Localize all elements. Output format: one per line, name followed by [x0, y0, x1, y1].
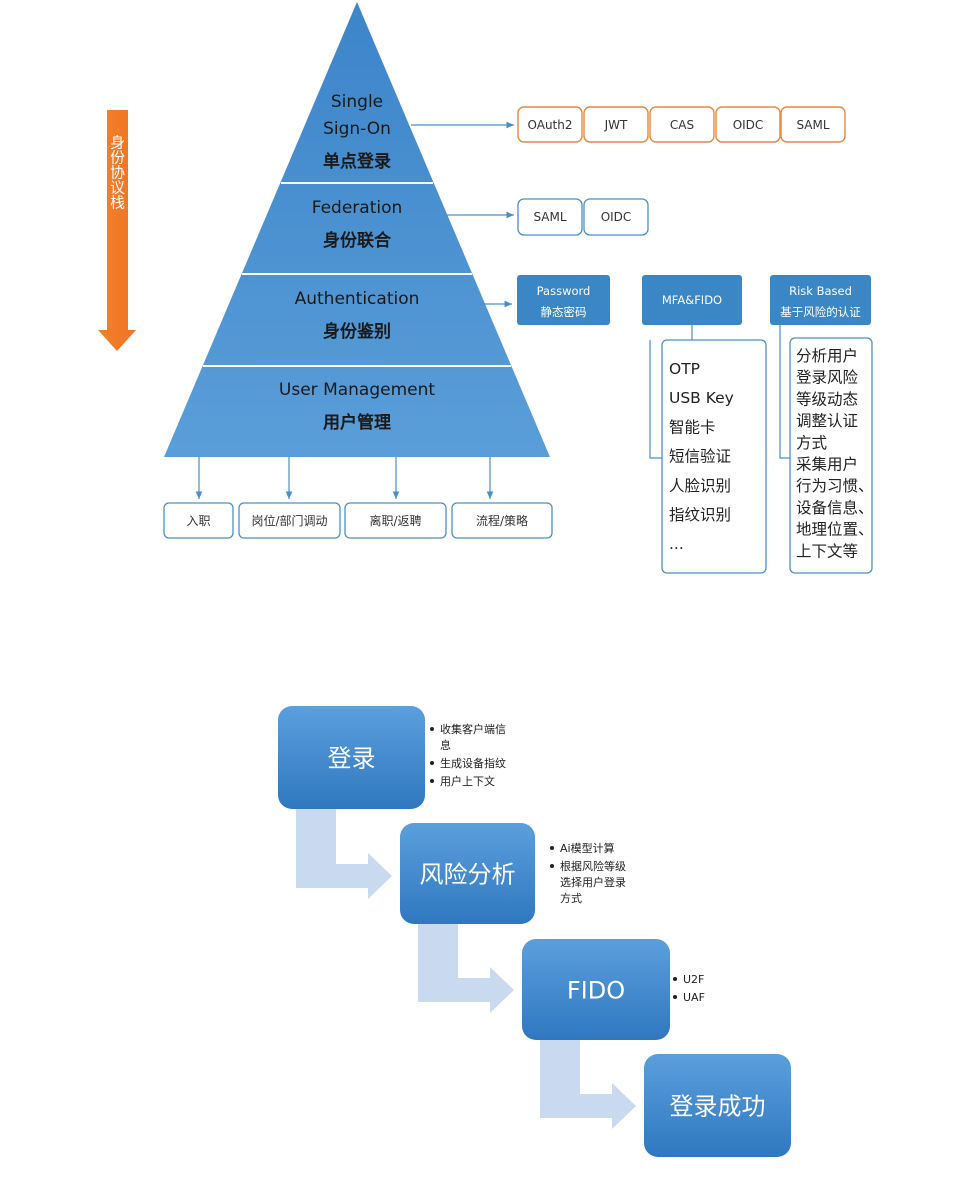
pyramid-layer-2-zh: 身份鉴别 [323, 321, 391, 342]
bullet-dot [673, 995, 677, 999]
auth-method-header [770, 275, 871, 325]
flow-arrow [418, 924, 514, 1013]
flow-step-box [522, 939, 670, 1040]
pyramid-layer-0-en-0: Single [331, 92, 383, 112]
auth-method-title: Password [537, 284, 591, 298]
mfa-item: 短信验证 [669, 448, 731, 466]
federation-protocol-box [583, 198, 649, 236]
mfa-item: 人脸识别 [669, 477, 731, 495]
federation-protocol-label: SAML [533, 210, 566, 224]
flow-step-note: U2F [683, 973, 704, 986]
auth-method-header [642, 275, 742, 325]
flow-step-label: 风险分析 [420, 861, 516, 889]
mfa-item: USB Key [669, 389, 734, 407]
flow-step-box [400, 823, 535, 924]
federation-protocol-box [517, 198, 583, 236]
sso-protocol-label: JWT [604, 118, 628, 132]
sso-protocol-box [649, 106, 715, 143]
bullet-dot [550, 846, 554, 850]
flow-step-note: 根据风险等级 [560, 859, 626, 873]
stack-direction-arrow: 身份协议栈 [98, 110, 136, 351]
flow-step-note: UAF [683, 991, 705, 1004]
risk-item: 地理位置、 [796, 521, 874, 539]
user-mgmt-label: 岗位/部门调动 [251, 513, 327, 528]
risk-item: 方式 [796, 434, 827, 452]
sso-protocol-list: OAuth2 JWT CAS OIDC SAML [517, 106, 846, 143]
user-mgmt-box [451, 502, 553, 539]
flow-step-label: 登录 [328, 745, 376, 773]
flow-arrow [540, 1040, 636, 1129]
risk-items-list: 分析用户登录风险等级动态调整认证方式采集用户行为习惯、设备信息、地理位置、上下文… [796, 347, 874, 560]
risk-items-box [789, 337, 873, 574]
user-management-items: 入职 岗位/部门调动 离职/返聘 流程/策略 [163, 457, 553, 539]
auth-method-title: Risk Based [789, 284, 852, 298]
flow-arrow [296, 809, 392, 899]
pyramid-layer-1-en-0: Federation [312, 198, 403, 218]
auth-method-list: Password 静态密码 MFA&FIDO Risk Based 基于风险的认证 [517, 275, 871, 325]
user-mgmt-box [238, 502, 341, 539]
flow-step-note: 用户上下文 [440, 774, 495, 788]
user-mgmt-label: 流程/策略 [476, 513, 528, 528]
flow-step-note: 生成设备指纹 [440, 756, 506, 770]
sso-protocol-box [715, 106, 781, 143]
federation-protocol-list: SAML OIDC [517, 198, 649, 236]
sso-protocol-box [780, 106, 846, 143]
auth-method-subtitle: 基于风险的认证 [780, 305, 861, 319]
flow-step-note: Ai模型计算 [560, 841, 615, 855]
bullet-dot [673, 977, 677, 981]
risk-item: 设备信息、 [796, 499, 874, 517]
mfa-items-box [661, 339, 767, 574]
mfa-item: 指纹识别 [669, 506, 731, 524]
mfa-item: OTP [669, 360, 700, 378]
bullet-dot [430, 779, 434, 783]
flow-step-box [644, 1054, 791, 1157]
user-mgmt-label: 离职/返聘 [369, 513, 421, 528]
pyramid-layer-3-zh: 用户管理 [323, 412, 391, 433]
risk-item: 调整认证 [796, 412, 858, 430]
auth-method-title: MFA&FIDO [662, 293, 722, 307]
flow-step-box [278, 706, 425, 809]
flow-step-note: 选择用户登录 [560, 875, 626, 889]
pyramid-layer-0-zh: 单点登录 [323, 151, 391, 172]
pyramid-layer-0-en-1: Sign-On [323, 119, 391, 139]
mfa-items-list: OTP USB Key 智能卡短信验证人脸识别指纹识别... [669, 360, 734, 553]
risk-item: 上下文等 [796, 542, 858, 560]
auth-method-subtitle: 静态密码 [541, 305, 587, 319]
risk-item: 行为习惯、 [796, 477, 874, 495]
flow-step-label: FIDO [567, 977, 625, 1005]
federation-protocol-label: OIDC [601, 210, 632, 224]
pyramid-layer-1-zh: 身份联合 [323, 230, 392, 251]
flow-step-label: 登录成功 [670, 1093, 766, 1121]
risk-item: 采集用户 [796, 456, 858, 474]
pyramid-layer-2-en-0: Authentication [295, 289, 420, 309]
risk-item: 登录风险 [796, 369, 859, 387]
risk-item: 分析用户 [796, 347, 858, 365]
pyramid-layer-3-en-0: User Management [279, 380, 435, 400]
auth-method-header [517, 275, 610, 325]
sso-protocol-label: OAuth2 [528, 118, 573, 132]
risk-item: 等级动态 [796, 390, 858, 408]
user-mgmt-box [163, 502, 234, 539]
flow-step-note: 息 [440, 738, 451, 752]
mfa-item: ... [669, 535, 684, 553]
flow-step-note: 收集客户端信 [440, 722, 506, 736]
mfa-item: 智能卡 [669, 418, 716, 436]
bullet-dot [430, 727, 434, 731]
sso-protocol-label: CAS [670, 118, 694, 132]
sso-protocol-label: OIDC [733, 118, 764, 132]
sso-protocol-box [517, 106, 583, 143]
sso-protocol-box [583, 106, 649, 143]
sso-protocol-label: SAML [796, 118, 829, 132]
flow-step-note: 方式 [560, 891, 582, 905]
user-mgmt-label: 入职 [186, 514, 210, 528]
user-mgmt-box [344, 502, 447, 539]
bullet-dot [550, 864, 554, 868]
stack-label: 身份协议栈 [108, 135, 126, 210]
bullet-dot [430, 761, 434, 765]
